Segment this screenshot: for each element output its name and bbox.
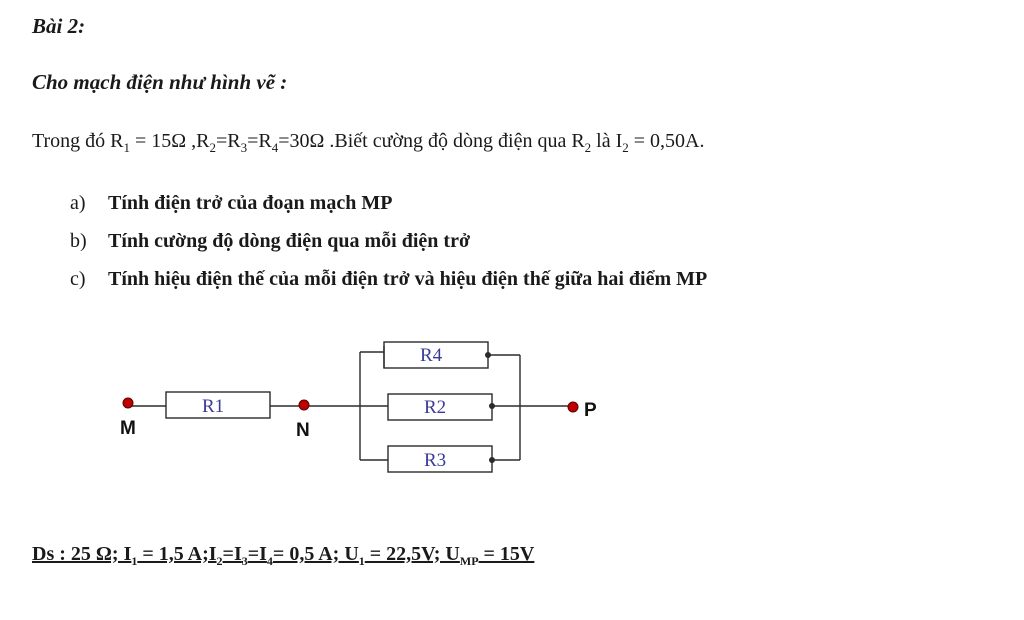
resistor-label-r2: R2 [424,397,446,418]
resistor-r4 [383,341,489,369]
resistor-label-r1: R1 [202,396,224,417]
junction-dot [485,352,491,358]
resistor-label-r3: R3 [424,450,446,471]
question-text: Tính cường độ dòng điện qua mỗi điện trở [108,230,471,252]
question-letter: a) [70,192,86,214]
node-label-m: M [120,418,136,439]
question-letter: b) [70,230,87,252]
resistor-r1 [165,391,271,419]
answer-line: Ds : 25 Ω; I1 = 1,5 A;I2=I3=I4= 0,5 A; U… [32,543,534,569]
given-text: =R [247,130,272,152]
junction-dot [489,457,495,463]
node-label-n: N [296,420,310,441]
question-letter: c) [70,268,86,290]
resistor-r3 [387,445,493,473]
answer-text: = 22,5V; U [364,543,460,565]
answer-sub: 1 [358,554,365,568]
answer-text: =I [247,543,267,565]
question-text: Tính hiệu điện thế của mỗi điện trở và h… [108,268,708,290]
given-text: Trong đó R [32,130,124,152]
question-list: a) Tính điện trở của đoạn mạch MP b) Tính … [70,188,707,302]
given-sub: 2 [209,140,217,155]
given-sub: 2 [622,140,629,155]
given-sub: 4 [271,140,279,155]
given-text: = 15Ω ,R [130,130,210,152]
node-p [567,401,579,413]
given-text: =R [216,130,241,152]
given-text: = 0,50A. [628,130,705,152]
answer-sub: MP [459,554,479,568]
given-text: =30Ω .Biết cường độ dòng điện qua R [278,130,585,152]
question-item-a: a) Tính điện trở của đoạn mạch MP [70,188,707,226]
given-text: là I [591,130,623,152]
answer-sub: 1 [131,554,138,568]
node-label-p: P [584,400,597,421]
answer-text: = 1,5 A;I [137,543,217,565]
node-n [298,399,310,411]
question-text: Tính điện trở của đoạn mạch MP [108,192,393,214]
resistor-r2 [387,393,493,421]
answer-sub: 3 [241,554,248,568]
resistor-label-r4: R4 [420,345,443,366]
exercise-intro: Cho mạch điện như hình vẽ : [32,70,288,94]
answer-text: =I [222,543,242,565]
node-m [122,397,134,409]
given-sub: 1 [123,140,131,155]
exercise-title: Bài 2: [32,14,86,38]
question-item-c: c) Tính hiệu điện thế của mỗi điện trở và… [70,264,707,302]
answer-text: = 0,5 A; U [272,543,359,565]
given-values: Trong đó R1 = 15Ω ,R2=R3=R4=30Ω .Biết cư… [32,130,705,156]
junction-dot [489,403,495,409]
answer-sub: 4 [266,554,273,568]
given-sub: 3 [240,140,248,155]
question-item-b: b) Tính cường độ dòng điện qua mỗi điện t… [70,226,707,264]
answer-sub: 2 [216,554,223,568]
given-sub: 2 [584,140,592,155]
answer-text: = 15V [478,543,535,565]
answer-text: Ds : 25 Ω; I [32,543,132,565]
